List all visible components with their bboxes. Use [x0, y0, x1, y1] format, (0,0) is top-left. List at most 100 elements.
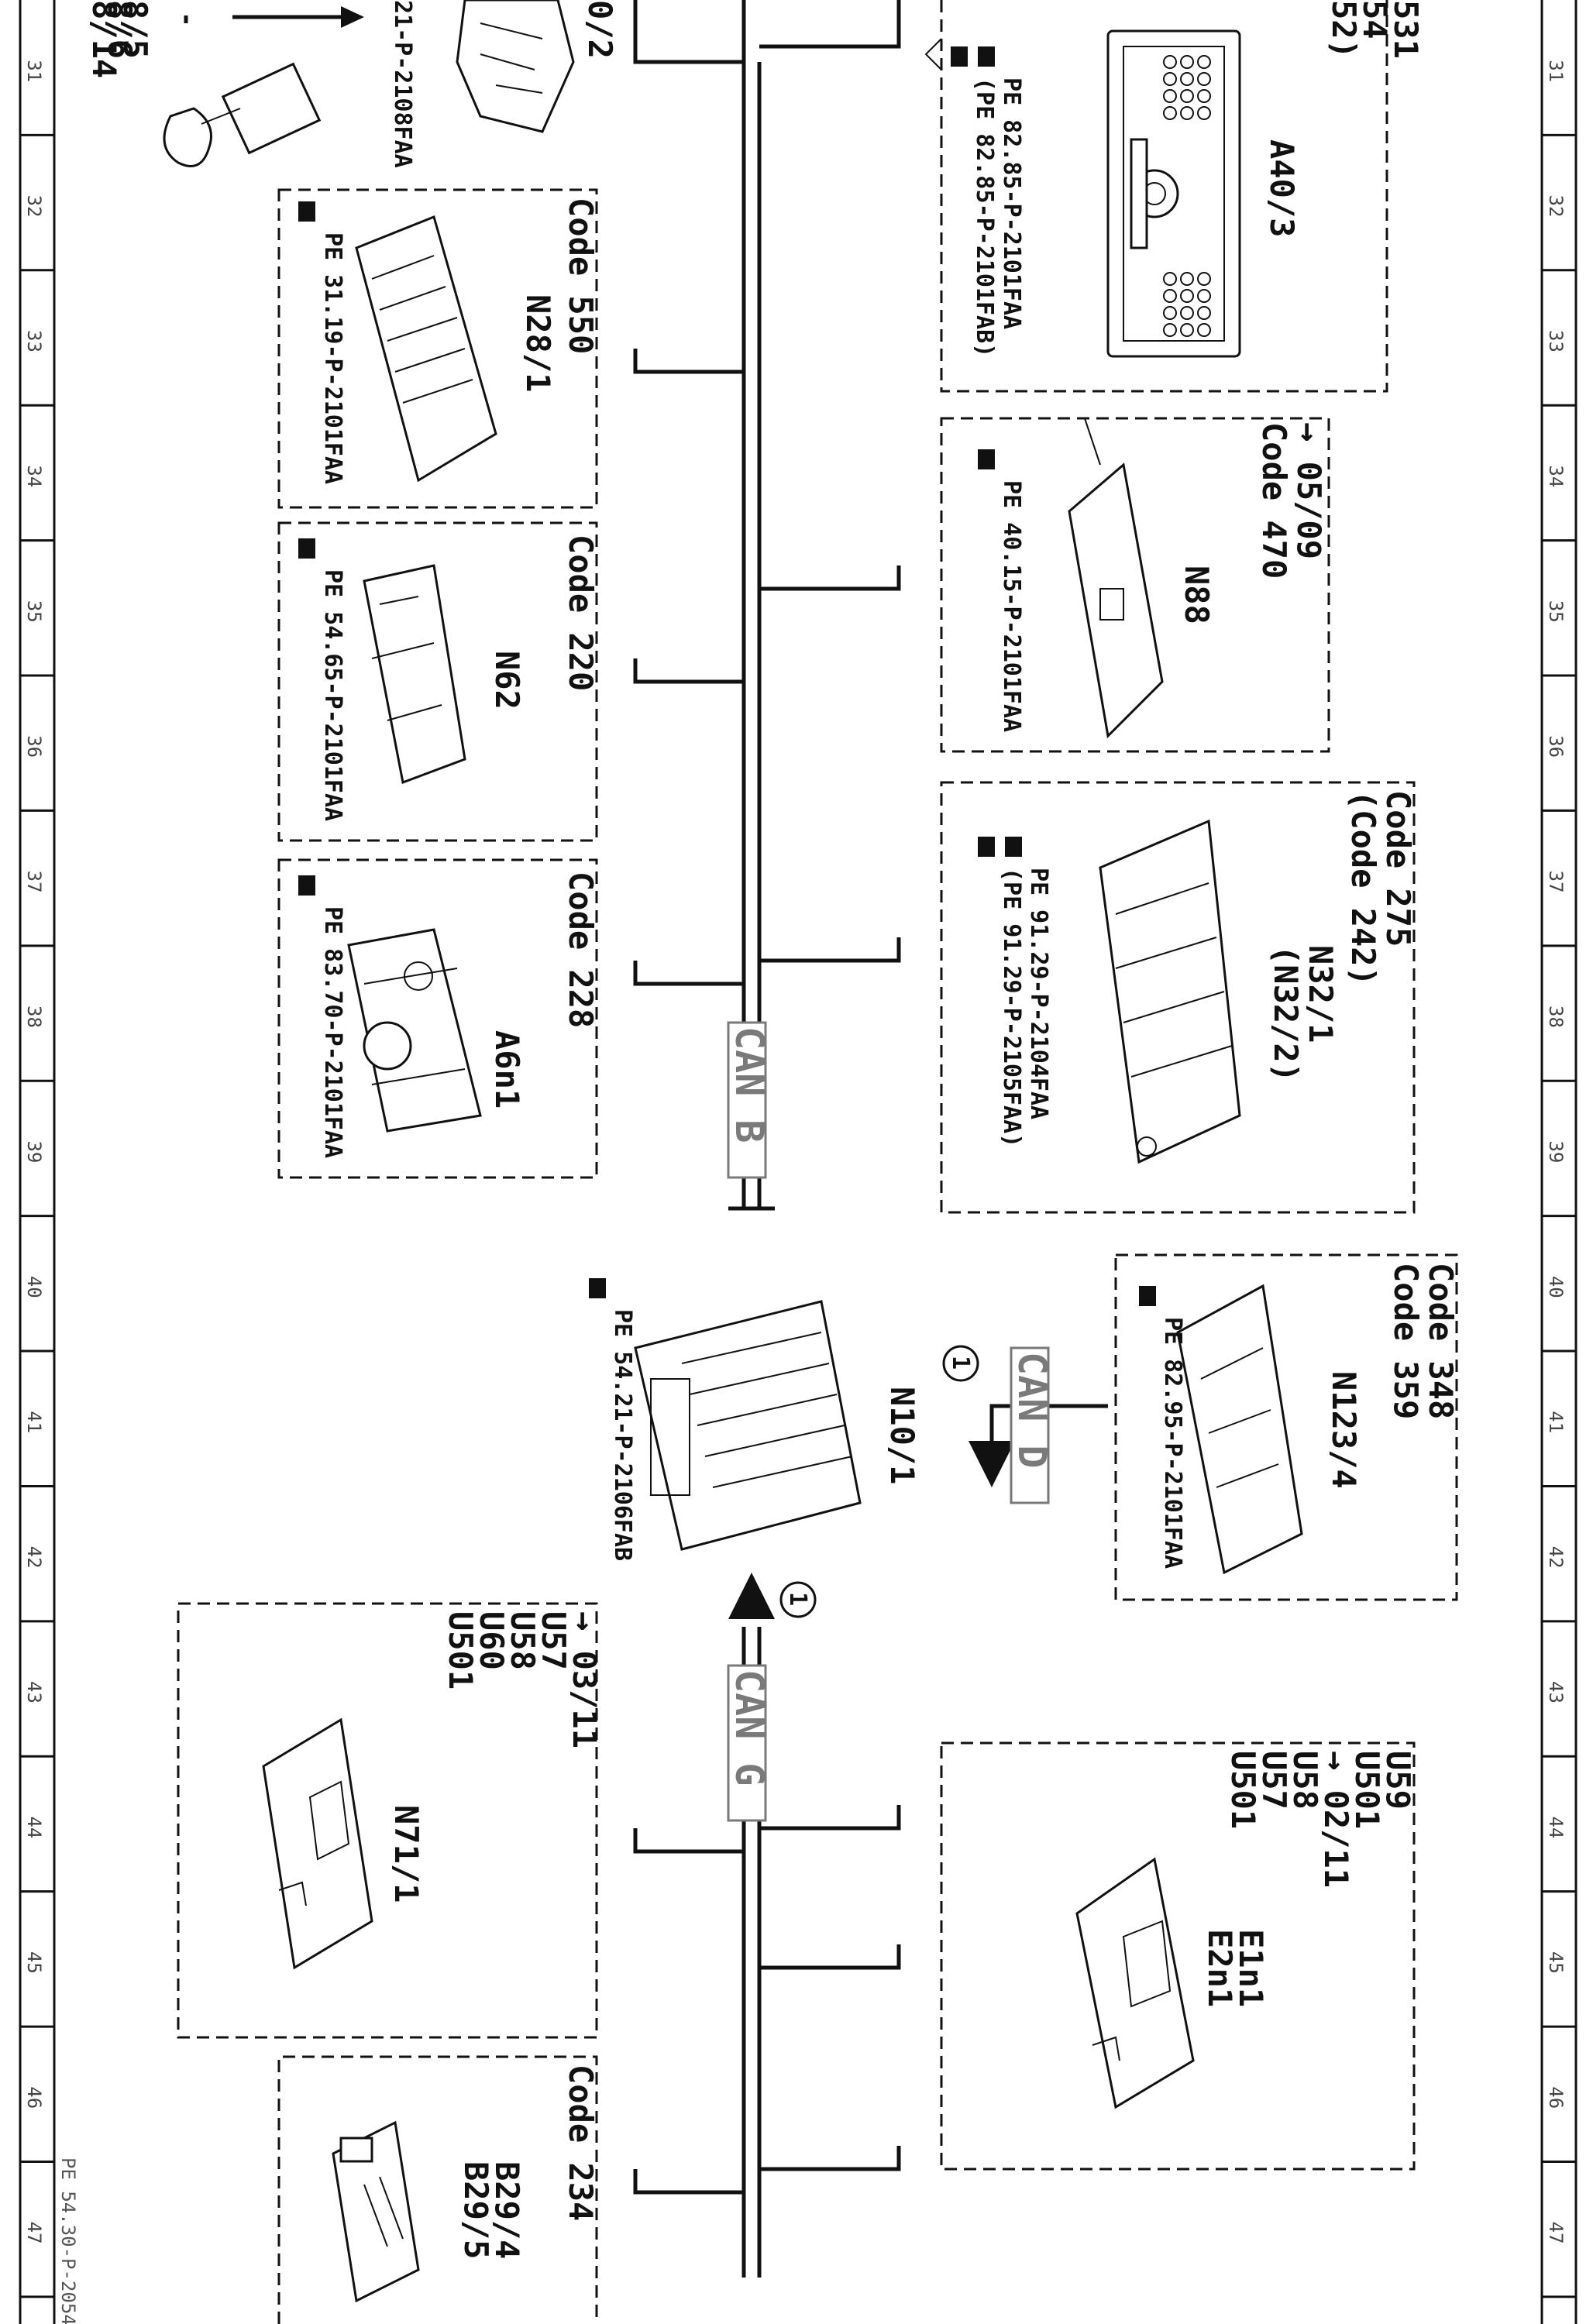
- svg-text:B29/4: B29/4: [488, 2161, 526, 2259]
- grid-number-right: 37: [1545, 871, 1567, 893]
- svg-text:U58: U58: [504, 1611, 542, 1670]
- svg-text:Code 348: Code 348: [1422, 1263, 1460, 1419]
- grid-number-left: 32: [23, 195, 45, 218]
- svg-text:(N32/2): (N32/2): [1267, 945, 1305, 1082]
- a40-3-button-dot: [1163, 323, 1177, 337]
- svg-text:8/6: 8/6: [101, 0, 139, 59]
- n10-1-fuse-box-part: [634, 1300, 862, 1551]
- svg-text:531: 531: [1387, 0, 1425, 59]
- svg-text:U59: U59: [1379, 1751, 1417, 1810]
- a40-3-ref-hand-icon: [978, 46, 995, 67]
- grid-number-right: 41: [1545, 1411, 1567, 1433]
- can-g-label: CAN G: [727, 1664, 772, 1822]
- svg-text:(PE 82.85-P-2101FAB): (PE 82.85-P-2101FAB): [971, 77, 998, 357]
- n88-module-part: [1068, 418, 1164, 739]
- svg-text:1: 1: [784, 1592, 811, 1606]
- a40-3-button-dot: [1197, 272, 1211, 286]
- grid-number-left: 41: [23, 1411, 45, 1433]
- a40-3-button-dot: [1163, 272, 1177, 286]
- n10-1-ref-hand-icon: [589, 1278, 606, 1298]
- svg-text:U58: U58: [1286, 1751, 1324, 1810]
- a40-3-button-dot: [1180, 272, 1194, 286]
- grid-number-left: 34: [23, 465, 45, 487]
- right-grid-ruler: [1540, 0, 1578, 2324]
- svg-text:U501: U501: [442, 1611, 480, 1690]
- a40-3-button-dot: [1197, 106, 1211, 120]
- grid-number-right: 35: [1545, 600, 1567, 623]
- a40-3-button-grid: [1163, 55, 1211, 337]
- svg-text:PE 54.65-P-2101FAA: PE 54.65-P-2101FAA: [319, 569, 346, 821]
- grid-number-right: 39: [1545, 1140, 1567, 1163]
- a40-3-button-dot: [1180, 72, 1194, 86]
- svg-text:→ 03/11: → 03/11: [566, 1611, 604, 1748]
- svg-text:PE 83.70-P-2101FAA: PE 83.70-P-2101FAA: [319, 906, 346, 1158]
- svg-text:0/2: 0/2: [581, 0, 619, 59]
- grid-number-right: 33: [1545, 330, 1567, 352]
- grid-number-right: 32: [1545, 195, 1567, 218]
- grid-number-left: 33: [23, 330, 45, 352]
- a40-3-button-dot: [1163, 289, 1177, 303]
- a40-3-button-dot: [1180, 106, 1194, 120]
- svg-text:52): 52): [1325, 0, 1363, 59]
- svg-text:U60: U60: [473, 1611, 511, 1670]
- a40-3-button-dot: [1197, 289, 1211, 303]
- svg-text:N10/1: N10/1: [883, 1387, 921, 1484]
- svg-text:A40/3: A40/3: [1263, 139, 1301, 237]
- grid-number-right: 45: [1545, 1951, 1567, 1974]
- a40-3-button-dot: [1180, 323, 1194, 337]
- n71-1-module-part: [262, 1717, 373, 1970]
- n28-1-ref-hand-icon: [298, 201, 315, 222]
- a40-3-button-dot: [1163, 72, 1177, 86]
- svg-text:U57: U57: [535, 1611, 573, 1670]
- n32-2-ref-hand-icon: [978, 837, 995, 857]
- a40-3-button-dot: [1197, 323, 1211, 337]
- svg-text:PE 31.19-P-2101FAA: PE 31.19-P-2101FAA: [319, 232, 346, 484]
- a6n1-ref-hand-icon: [298, 875, 315, 896]
- module-n10-1: N10/1 PE 54.21-P-2106FAB: [589, 1278, 921, 1561]
- a40-3-button-dot: [1180, 89, 1194, 103]
- svg-text:→ 02/11: → 02/11: [1317, 1751, 1355, 1888]
- grid-number-left: 39: [23, 1140, 45, 1163]
- module-n62: Code 220 N62 PE 54.65-P-2101FAA: [277, 521, 600, 842]
- svg-text:A6n1: A6n1: [488, 1030, 526, 1109]
- svg-text:Code 550: Code 550: [562, 198, 600, 354]
- a40-3-button-dot: [1197, 72, 1211, 86]
- marker-circle-top: 1: [942, 1345, 979, 1382]
- can-b-bus: [633, 0, 901, 1211]
- a40-3-ref-hand-icon-2: [951, 46, 968, 67]
- can-d-connector: [969, 1404, 1108, 1487]
- e1n1-module-part: [1075, 1857, 1195, 2109]
- grid-number-right: 42: [1545, 1546, 1567, 1569]
- a40-3-button-dot: [1163, 55, 1177, 69]
- svg-text:CAN B: CAN B: [727, 1026, 772, 1143]
- grid-number-right: 40: [1545, 1276, 1567, 1298]
- svg-text:U57: U57: [1255, 1751, 1293, 1810]
- a40-3-button-dot: [1197, 306, 1211, 320]
- grid-number-left: 38: [23, 1006, 45, 1028]
- svg-text:PE 82.95-P-2101FAA: PE 82.95-P-2101FAA: [1159, 1317, 1186, 1569]
- svg-text:E2n1: E2n1: [1201, 1929, 1239, 2007]
- grid-number-right: 44: [1545, 1816, 1567, 1838]
- n32-1-control-unit-part: [1099, 819, 1241, 1164]
- svg-text:N123/4: N123/4: [1325, 1371, 1363, 1489]
- a40-3-button-dot: [1180, 289, 1194, 303]
- a40-3-button-dot: [1180, 306, 1194, 320]
- module-a6n1: Code 228 A6n1 PE 83.70-P-2101FAA: [277, 858, 600, 1179]
- svg-text:CAN G: CAN G: [727, 1669, 772, 1786]
- svg-text:N88: N88: [1178, 566, 1216, 624]
- can-g-arrow: [728, 1573, 775, 1619]
- module-a40-3: A40/3 PE 82.85-P-2101FAA (PE 82.85-P-210…: [924, 0, 1388, 393]
- module-n123-4: Code 348 Code 359 N123/4 PE 82.95-P-2101…: [1114, 1253, 1460, 1601]
- n123-4-ref-hand-icon: [1139, 1286, 1156, 1306]
- b29-sensor-part: [332, 2120, 420, 2303]
- svg-text:Code 275: Code 275: [1379, 790, 1417, 947]
- module-e1n1-e2n1: U59 U501 → 02/11 U58 U57 U501 E1n1 E2n1: [940, 1741, 1417, 2171]
- svg-text:Code 220: Code 220: [562, 535, 600, 691]
- grid-number-left: 44: [23, 1816, 45, 1838]
- grid-number-right: 47: [1545, 2222, 1567, 2244]
- grid-number-left: 47: [23, 2222, 45, 2244]
- svg-text:Code 234: Code 234: [562, 2064, 600, 2221]
- svg-text:B29/5: B29/5: [457, 2161, 495, 2259]
- marker-circle-bottom: 1: [779, 1581, 817, 1618]
